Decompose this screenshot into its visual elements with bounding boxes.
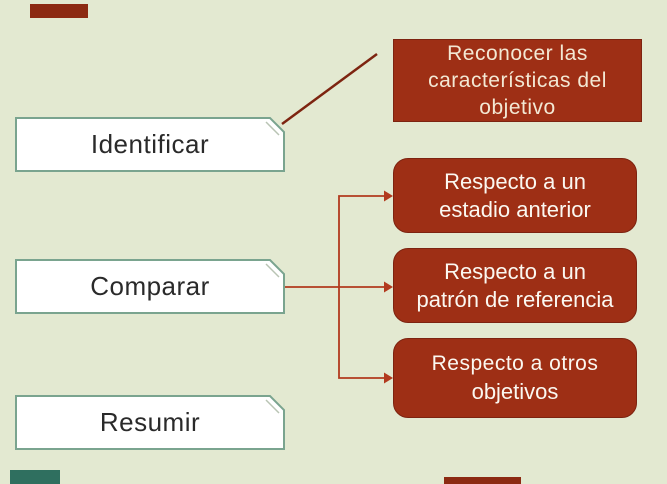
bottom-left-accent — [10, 470, 60, 484]
respecto-estadio-line-2: estadio anterior — [439, 196, 591, 222]
bottom-right-accent — [444, 477, 521, 484]
snipped-rect-shape — [15, 259, 285, 314]
arrowhead-top-icon — [384, 190, 393, 202]
comparar-label: Comparar — [90, 271, 210, 301]
respecto-patron-line-2: patrón de referencia — [416, 286, 614, 312]
snipped-rect-shape — [15, 395, 285, 450]
comparar-box: Comparar — [15, 259, 285, 314]
respecto-otros-line-1: Respecto a otros — [431, 352, 599, 375]
identificar-connector-line — [281, 52, 378, 126]
comparar-connector-top — [338, 195, 384, 287]
arrowhead-bottom-icon — [384, 372, 393, 384]
identificar-box: Identificar — [15, 117, 285, 172]
identificar-label: Identificar — [90, 129, 210, 159]
reconocer-box: Reconocer las características del objeti… — [393, 39, 642, 122]
respecto-patron-line-1: Respecto a un — [444, 258, 586, 284]
arrowhead-middle-icon — [384, 281, 393, 293]
respecto-estadio-line-1: Respecto a un — [444, 168, 586, 194]
respecto-patron-box: Respecto a un patrón de referencia — [393, 248, 637, 323]
top-left-accent — [30, 4, 88, 18]
snipped-rect-shape — [15, 117, 285, 172]
respecto-estadio-box: Respecto a un estadio anterior — [393, 158, 637, 233]
resumir-box: Resumir — [15, 395, 285, 450]
reconocer-line-2: características del — [428, 69, 607, 92]
respecto-otros-box: Respecto a otros objetivos — [393, 338, 637, 418]
reconocer-line-1: Reconocer las — [447, 42, 588, 65]
respecto-otros-line-2: objetivos — [471, 379, 559, 404]
resumir-label: Resumir — [99, 407, 201, 437]
reconocer-line-3: objetivo — [479, 96, 556, 119]
comparar-connector-bottom — [338, 287, 384, 379]
